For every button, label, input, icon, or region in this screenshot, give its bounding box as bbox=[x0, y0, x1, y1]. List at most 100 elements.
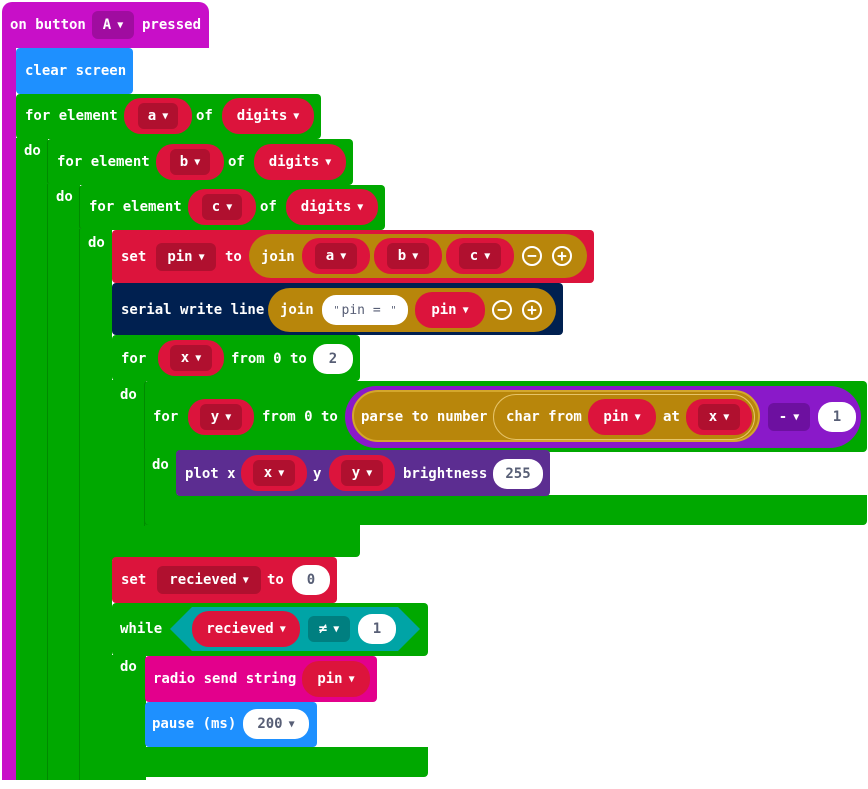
for-y-from: from 0 to bbox=[262, 409, 338, 425]
radio-var-pill[interactable]: pin▼ bbox=[302, 661, 370, 697]
loop1-label: for element bbox=[25, 108, 118, 124]
event-block-spine bbox=[2, 40, 16, 780]
loop3-label: for element bbox=[89, 199, 182, 215]
join-item-c-dropdown[interactable]: c▼ bbox=[459, 243, 501, 269]
math-num-value: 1 bbox=[832, 409, 842, 425]
chevron-down-icon: ▼ bbox=[117, 19, 124, 31]
for-x-footer bbox=[112, 525, 360, 557]
serial-var-pill[interactable]: pin▼ bbox=[415, 292, 485, 328]
button-dropdown-value: A bbox=[102, 17, 112, 33]
loop2-list-pill[interactable]: digits▼ bbox=[254, 144, 346, 180]
loop3-var-value: c bbox=[211, 199, 221, 215]
char-from-idx-dropdown[interactable]: x▼ bbox=[698, 404, 740, 430]
pause-value-dropdown[interactable]: 200▼ bbox=[243, 709, 309, 739]
serial-text-input[interactable]: "pin = " bbox=[322, 295, 408, 325]
loop3-do: do bbox=[88, 235, 105, 251]
set-pin-var-dropdown[interactable]: pin▼ bbox=[156, 243, 216, 271]
loop1-list-value: digits bbox=[236, 108, 288, 124]
loop2-var-pill[interactable]: b▼ bbox=[156, 144, 224, 180]
chevron-down-icon: ▼ bbox=[195, 352, 202, 364]
serial-text-value: pin = bbox=[341, 302, 389, 318]
chevron-down-icon: ▼ bbox=[293, 110, 300, 122]
set-recieved-value-input[interactable]: 0 bbox=[292, 565, 330, 595]
plot-y-dropdown[interactable]: y▼ bbox=[341, 460, 383, 486]
loop3-list-pill[interactable]: digits ▼ bbox=[286, 189, 378, 225]
minus-circle-icon[interactable]: − bbox=[492, 300, 512, 320]
math-op-value: - bbox=[778, 409, 788, 425]
minus-circle-icon[interactable]: − bbox=[522, 246, 542, 266]
plot-brightness-input[interactable]: 255 bbox=[493, 459, 543, 489]
while-value-input[interactable]: 1 bbox=[358, 614, 396, 644]
plus-circle-icon[interactable]: + bbox=[522, 300, 542, 320]
char-from-at: at bbox=[663, 409, 680, 425]
join-item-a[interactable]: a▼ bbox=[302, 238, 370, 274]
clear-screen-block[interactable] bbox=[16, 48, 133, 94]
join-item-a-dropdown[interactable]: a▼ bbox=[315, 243, 357, 269]
chevron-down-icon: ▼ bbox=[288, 718, 295, 730]
chevron-down-icon: ▼ bbox=[225, 411, 232, 423]
loop2-label: for element bbox=[57, 154, 150, 170]
chevron-down-icon: ▼ bbox=[162, 110, 169, 122]
for-y-var-value: y bbox=[210, 409, 220, 425]
set-pin-label: set bbox=[121, 249, 147, 265]
for-element-c-spine bbox=[80, 229, 112, 780]
chevron-down-icon: ▼ bbox=[634, 411, 641, 423]
join-item-b[interactable]: b▼ bbox=[374, 238, 442, 274]
plot-x-pill[interactable]: x▼ bbox=[241, 455, 307, 491]
while-var-pill[interactable]: recieved▼ bbox=[192, 611, 300, 647]
plot-x-dropdown[interactable]: x▼ bbox=[253, 460, 295, 486]
set-recieved-var-dropdown[interactable]: recieved▼ bbox=[157, 566, 261, 594]
chevron-down-icon: ▼ bbox=[325, 156, 332, 168]
button-dropdown[interactable]: A▼ bbox=[92, 11, 134, 39]
plot-brightness-label: brightness bbox=[403, 466, 488, 482]
set-recieved-label: set bbox=[121, 572, 147, 588]
clear-screen-label: clear screen bbox=[25, 63, 127, 79]
loop2-var-dropdown[interactable]: b▼ bbox=[170, 149, 210, 175]
for-x-end-value: 2 bbox=[328, 351, 338, 367]
chevron-down-icon: ▼ bbox=[723, 411, 730, 423]
plot-y-pill[interactable]: y▼ bbox=[329, 455, 395, 491]
for-y-var-dropdown[interactable]: y▼ bbox=[200, 404, 242, 430]
plus-circle-icon[interactable]: + bbox=[552, 246, 572, 266]
for-x-do: do bbox=[120, 387, 137, 403]
chevron-down-icon: ▼ bbox=[278, 467, 285, 479]
serial-join-label: join bbox=[280, 302, 314, 318]
math-op-dropdown[interactable]: -▼ bbox=[768, 403, 810, 431]
plot-x-value: x bbox=[263, 465, 273, 481]
char-from-idx-pill[interactable]: x▼ bbox=[686, 399, 752, 435]
join-label: join bbox=[261, 249, 295, 265]
join-item-c[interactable]: c▼ bbox=[446, 238, 514, 274]
chevron-down-icon: ▼ bbox=[357, 201, 364, 213]
serial-label: serial write line bbox=[121, 302, 265, 318]
for-x-var-dropdown[interactable]: x▼ bbox=[170, 345, 212, 371]
event-label-pressed: pressed bbox=[142, 17, 202, 33]
pause-label: pause (ms) bbox=[152, 716, 237, 732]
for-y-footer bbox=[145, 495, 867, 525]
for-x-var-pill[interactable]: x▼ bbox=[158, 340, 224, 376]
loop3-var-pill[interactable]: c▼ bbox=[188, 189, 256, 225]
compare-op-value: ≠ bbox=[318, 621, 328, 637]
plot-brightness-value: 255 bbox=[505, 466, 531, 482]
loop1-var-pill[interactable]: a▼ bbox=[124, 98, 192, 134]
serial-var-value: pin bbox=[431, 302, 457, 318]
loop1-do: do bbox=[24, 143, 41, 159]
loop3-var-dropdown[interactable]: c▼ bbox=[202, 194, 242, 220]
radio-label: radio send string bbox=[153, 671, 297, 687]
math-num-input[interactable]: 1 bbox=[818, 402, 856, 432]
set-recieved-value: 0 bbox=[306, 572, 316, 588]
loop3-list-value: digits bbox=[300, 199, 352, 215]
char-from-src-pill[interactable]: pin▼ bbox=[588, 399, 656, 435]
chevron-down-icon: ▼ bbox=[194, 156, 201, 168]
chevron-down-icon: ▼ bbox=[279, 623, 286, 635]
loop1-of: of bbox=[196, 108, 213, 124]
compare-op-dropdown[interactable]: ≠▼ bbox=[308, 616, 350, 642]
chevron-down-icon: ▼ bbox=[412, 250, 419, 262]
loop1-list-pill[interactable]: digits ▼ bbox=[222, 98, 314, 134]
char-from-label: char from bbox=[506, 409, 582, 425]
for-y-var-pill[interactable]: y▼ bbox=[188, 399, 254, 435]
loop1-var-dropdown[interactable]: a▼ bbox=[138, 103, 178, 129]
for-x-end-input[interactable]: 2 bbox=[313, 344, 353, 374]
set-pin-to: to bbox=[225, 249, 242, 265]
join-item-b-dropdown[interactable]: b▼ bbox=[387, 243, 429, 269]
chevron-down-icon: ▼ bbox=[366, 467, 373, 479]
